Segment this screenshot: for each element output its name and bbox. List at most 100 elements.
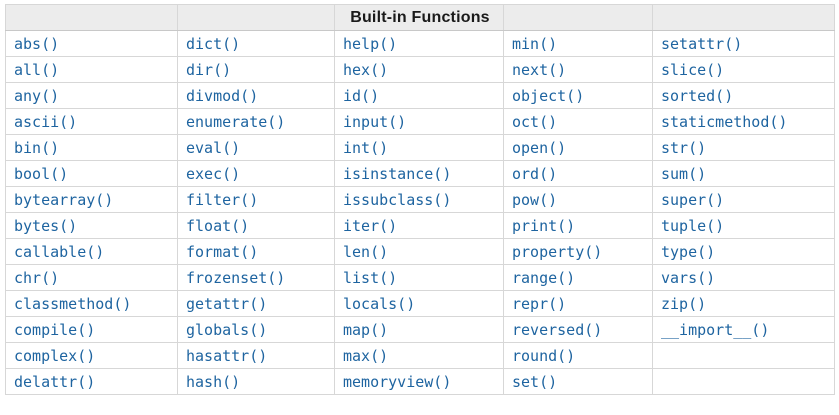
function-link[interactable]: vars()	[661, 268, 716, 287]
function-link[interactable]: round()	[512, 346, 576, 365]
table-cell: str()	[652, 134, 835, 161]
function-link[interactable]: property()	[512, 242, 603, 261]
function-link[interactable]: max()	[343, 346, 389, 365]
function-link[interactable]: ord()	[512, 164, 558, 183]
function-link[interactable]: slice()	[661, 60, 725, 79]
table-cell: object()	[503, 82, 653, 109]
function-link[interactable]: next()	[512, 60, 567, 79]
function-link[interactable]: map()	[343, 320, 389, 339]
function-link[interactable]: delattr()	[14, 372, 96, 391]
function-link[interactable]: compile()	[14, 320, 96, 339]
function-link[interactable]: object()	[512, 86, 585, 105]
function-link[interactable]: globals()	[186, 320, 268, 339]
function-link[interactable]: min()	[512, 34, 558, 53]
function-link[interactable]: hash()	[186, 372, 241, 391]
function-link[interactable]: callable()	[14, 242, 105, 261]
function-link[interactable]: setattr()	[661, 34, 743, 53]
table-cell: exec()	[177, 160, 335, 187]
table-row: compile() globals() map() reversed() __impor…	[5, 316, 835, 343]
function-link[interactable]: issubclass()	[343, 190, 452, 209]
function-link[interactable]: input()	[343, 112, 407, 131]
function-link[interactable]: filter()	[186, 190, 259, 209]
function-link[interactable]: id()	[343, 86, 380, 105]
function-link[interactable]: float()	[186, 216, 250, 235]
function-link[interactable]: hasattr()	[186, 346, 268, 365]
table-cell: tuple()	[652, 212, 835, 239]
function-link[interactable]: enumerate()	[186, 112, 286, 131]
function-link[interactable]: zip()	[661, 294, 707, 313]
table-cell: float()	[177, 212, 335, 239]
function-link[interactable]: pow()	[512, 190, 558, 209]
function-link[interactable]: divmod()	[186, 86, 259, 105]
table-cell: property()	[503, 238, 653, 265]
function-link[interactable]: type()	[661, 242, 716, 261]
table-cell: chr()	[5, 264, 178, 291]
function-link[interactable]: memoryview()	[343, 372, 452, 391]
function-link[interactable]: format()	[186, 242, 259, 261]
function-link[interactable]: oct()	[512, 112, 558, 131]
function-link[interactable]: complex()	[14, 346, 96, 365]
function-link[interactable]: open()	[512, 138, 567, 157]
function-link[interactable]: bool()	[14, 164, 69, 183]
function-link[interactable]: chr()	[14, 268, 60, 287]
table-cell: hex()	[334, 56, 504, 83]
function-link[interactable]: dict()	[186, 34, 241, 53]
table-cell: dir()	[177, 56, 335, 83]
function-link[interactable]: ascii()	[14, 112, 78, 131]
table-row: callable() format() len() property() type()	[5, 238, 835, 265]
function-link[interactable]: bin()	[14, 138, 60, 157]
table-row: bool() exec() isinstance() ord() sum()	[5, 160, 835, 187]
table-cell: next()	[503, 56, 653, 83]
function-link[interactable]: int()	[343, 138, 389, 157]
table-cell: int()	[334, 134, 504, 161]
function-link[interactable]: abs()	[14, 34, 60, 53]
function-link[interactable]: super()	[661, 190, 725, 209]
function-link[interactable]: hex()	[343, 60, 389, 79]
function-link[interactable]: __import__()	[661, 320, 770, 339]
function-link[interactable]: isinstance()	[343, 164, 452, 183]
table-cell-empty	[652, 342, 835, 369]
table-cell: abs()	[5, 30, 178, 57]
table-row: abs() dict() help() min() setattr()	[5, 30, 835, 57]
table-row: ascii() enumerate() input() oct() staticmeth…	[5, 108, 835, 135]
table-cell: oct()	[503, 108, 653, 135]
function-link[interactable]: set()	[512, 372, 558, 391]
function-link[interactable]: bytearray()	[14, 190, 114, 209]
function-link[interactable]: repr()	[512, 294, 567, 313]
table-row: chr() frozenset() list() range() vars()	[5, 264, 835, 291]
function-link[interactable]: print()	[512, 216, 576, 235]
table-row: any() divmod() id() object() sorted()	[5, 82, 835, 109]
function-link[interactable]: iter()	[343, 216, 398, 235]
function-link[interactable]: staticmethod()	[661, 112, 788, 131]
function-link[interactable]: len()	[343, 242, 389, 261]
table-cell: classmethod()	[5, 290, 178, 317]
function-link[interactable]: list()	[343, 268, 398, 287]
function-link[interactable]: all()	[14, 60, 60, 79]
function-link[interactable]: classmethod()	[14, 294, 132, 313]
table-row: classmethod() getattr() locals() repr() zip(…	[5, 290, 835, 317]
table-cell: len()	[334, 238, 504, 265]
table-cell: set()	[503, 368, 653, 395]
function-link[interactable]: str()	[661, 138, 707, 157]
function-link[interactable]: sum()	[661, 164, 707, 183]
table-cell: map()	[334, 316, 504, 343]
function-link[interactable]: getattr()	[186, 294, 268, 313]
function-link[interactable]: help()	[343, 34, 398, 53]
function-link[interactable]: dir()	[186, 60, 232, 79]
function-link[interactable]: tuple()	[661, 216, 725, 235]
function-link[interactable]: range()	[512, 268, 576, 287]
table-cell: list()	[334, 264, 504, 291]
function-link[interactable]: locals()	[343, 294, 416, 313]
function-link[interactable]: reversed()	[512, 320, 603, 339]
function-link[interactable]: eval()	[186, 138, 241, 157]
table-cell: bin()	[5, 134, 178, 161]
builtin-functions-table: Built-in Functions abs()dict()help()min(…	[5, 4, 835, 395]
function-link[interactable]: frozenset()	[186, 268, 286, 287]
function-link[interactable]: exec()	[186, 164, 241, 183]
function-link[interactable]: bytes()	[14, 216, 78, 235]
function-link[interactable]: any()	[14, 86, 60, 105]
function-link[interactable]: sorted()	[661, 86, 734, 105]
table-cell: range()	[503, 264, 653, 291]
table-row: delattr() hash() memoryview() set()	[5, 368, 835, 395]
table-cell-empty	[652, 368, 835, 395]
